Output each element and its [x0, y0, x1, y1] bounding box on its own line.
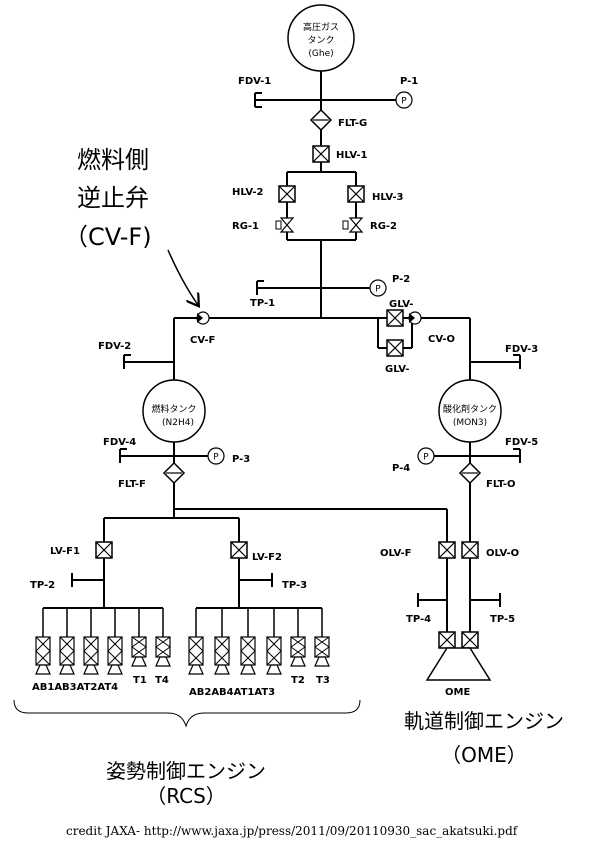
- ome-label: OME: [445, 687, 470, 698]
- rcs-thruster-icon: [188, 608, 204, 675]
- tp4-label: TP-4: [406, 614, 431, 625]
- flt-o-label: FLT-O: [486, 479, 516, 490]
- cv-o-check-valve-icon: [408, 311, 422, 325]
- lv-f2-label: LV-F2: [252, 552, 282, 563]
- p3-label: P-3: [232, 454, 250, 465]
- cv-f-label: CV-F: [190, 335, 215, 346]
- rg1-regulator-icon: [275, 217, 295, 233]
- hlv3-label: HLV-3: [372, 192, 404, 203]
- rg1-label: RG-1: [232, 221, 259, 232]
- fdv1-label: FDV-1: [238, 76, 271, 87]
- rcs-thruster-icon: [214, 608, 230, 675]
- hlv2-label: HLV-2: [232, 187, 264, 198]
- fuel-tank-label-1: 燃料タンク: [151, 403, 196, 415]
- callout-line-2: 逆止弁: [77, 184, 149, 212]
- oxidizer-tank-label-1: 酸化剤タンク: [443, 403, 497, 415]
- glv-lower-label: GLV-: [385, 364, 409, 375]
- fdv5-label: FDV-5: [505, 437, 538, 448]
- rcs-thruster-icon: [35, 608, 51, 675]
- flt-f-label: FLT-F: [118, 479, 146, 490]
- rcs-left-thruster-labels: AB1AB3AT2AT4: [32, 682, 118, 693]
- rcs-thruster-icon: [266, 608, 282, 675]
- gauge-letter: P: [375, 285, 381, 295]
- t4-label: T4: [155, 675, 169, 686]
- p1-pressure-gauge-icon: [395, 91, 413, 109]
- hlv3-valve-icon: [347, 185, 365, 203]
- rcs-thruster-icon: [240, 608, 256, 675]
- rcs-thruster-icon: [107, 608, 123, 675]
- callout-arrow-icon: [167, 249, 198, 305]
- t2-label: T2: [291, 675, 305, 686]
- p4-pressure-gauge-icon: [417, 447, 435, 465]
- glv-upper-valve-icon: [386, 309, 404, 327]
- hlv2-valve-icon: [278, 185, 296, 203]
- fdv3-label: FDV-3: [505, 344, 538, 355]
- image-credit: credit JAXA- http://www.jaxa.jp/press/20…: [66, 824, 519, 838]
- rcs-group-title: 姿勢制御エンジン: [106, 759, 266, 783]
- tp2-label: TP-2: [30, 580, 55, 591]
- tp3-label: TP-3: [282, 580, 307, 591]
- flt-g-label: FLT-G: [338, 118, 367, 129]
- rcs-thrusters-right: [188, 608, 330, 675]
- ghe-tank-label-1: 高圧ガス: [303, 21, 339, 33]
- rcs-thruster-icon: [59, 608, 75, 675]
- tp5-label: TP-5: [490, 614, 515, 625]
- rcs-thrusters-left: [35, 608, 171, 675]
- lv-f1-valve-icon: [95, 541, 113, 559]
- ghe-tank-label-2: タンク: [307, 35, 334, 46]
- rcs-thruster-icon: [155, 608, 171, 667]
- glv-upper-label: GLV-: [389, 299, 413, 310]
- rg2-regulator-icon: [342, 217, 364, 233]
- gauge-letter: P: [401, 97, 407, 107]
- callout-line-3: （CV-F): [64, 223, 152, 251]
- fuel-tank: 燃料タンク (N2H4): [142, 379, 206, 443]
- oxidizer-tank-label-2: (MON3): [453, 418, 487, 428]
- rcs-group-abbrev: （RCS）: [146, 784, 226, 808]
- cv-f-check-valve-icon: [196, 311, 210, 325]
- p2-pressure-gauge-icon: [369, 279, 387, 297]
- t3-label: T3: [316, 675, 330, 686]
- lv-f2-valve-icon: [230, 541, 248, 559]
- ghe-tank: 高圧ガス タンク (Ghe): [287, 4, 355, 72]
- ghe-tank-label-3: (Ghe): [308, 49, 333, 59]
- olv-o-valve-icon: [461, 541, 479, 559]
- cv-o-label: CV-O: [428, 334, 455, 345]
- olv-f-valve-icon: [438, 541, 456, 559]
- t1-label: T1: [133, 675, 147, 686]
- ome-engine-icon: [425, 631, 492, 681]
- p1-label: P-1: [400, 76, 418, 87]
- ome-group-title: 軌道制御エンジン: [404, 709, 564, 733]
- rcs-thruster-icon: [131, 608, 147, 667]
- rcs-thruster-icon: [314, 608, 330, 667]
- rg2-label: RG-2: [370, 221, 397, 232]
- lv-f1-label: LV-F1: [50, 546, 80, 557]
- p4-label: P-4: [392, 463, 410, 474]
- olv-f-label: OLV-F: [380, 548, 412, 559]
- glv-lower-valve-icon: [386, 339, 404, 357]
- rcs-right-thruster-labels: AB2AB4AT1AT3: [189, 687, 275, 698]
- fdv2-label: FDV-2: [98, 341, 131, 352]
- p3-pressure-gauge-icon: [207, 447, 225, 465]
- hlv1-valve-icon: [312, 145, 330, 163]
- fuel-tank-label-2: (N2H4): [162, 418, 194, 428]
- rcs-thruster-icon: [83, 608, 99, 675]
- fdv4-label: FDV-4: [103, 437, 136, 448]
- gauge-letter: P: [213, 453, 219, 463]
- rcs-thruster-icon: [290, 608, 306, 667]
- rcs-brace: [13, 699, 361, 728]
- tp1-label: TP-1: [250, 298, 275, 309]
- hlv1-label: HLV-1: [336, 150, 368, 161]
- p2-label: P-2: [392, 274, 410, 285]
- olv-o-label: OLV-O: [486, 548, 519, 559]
- ome-group-abbrev: （OME）: [441, 743, 527, 767]
- callout-line-1: 燃料側: [77, 146, 149, 174]
- gauge-letter: P: [423, 453, 429, 463]
- oxidizer-tank: 酸化剤タンク (MON3): [438, 379, 502, 443]
